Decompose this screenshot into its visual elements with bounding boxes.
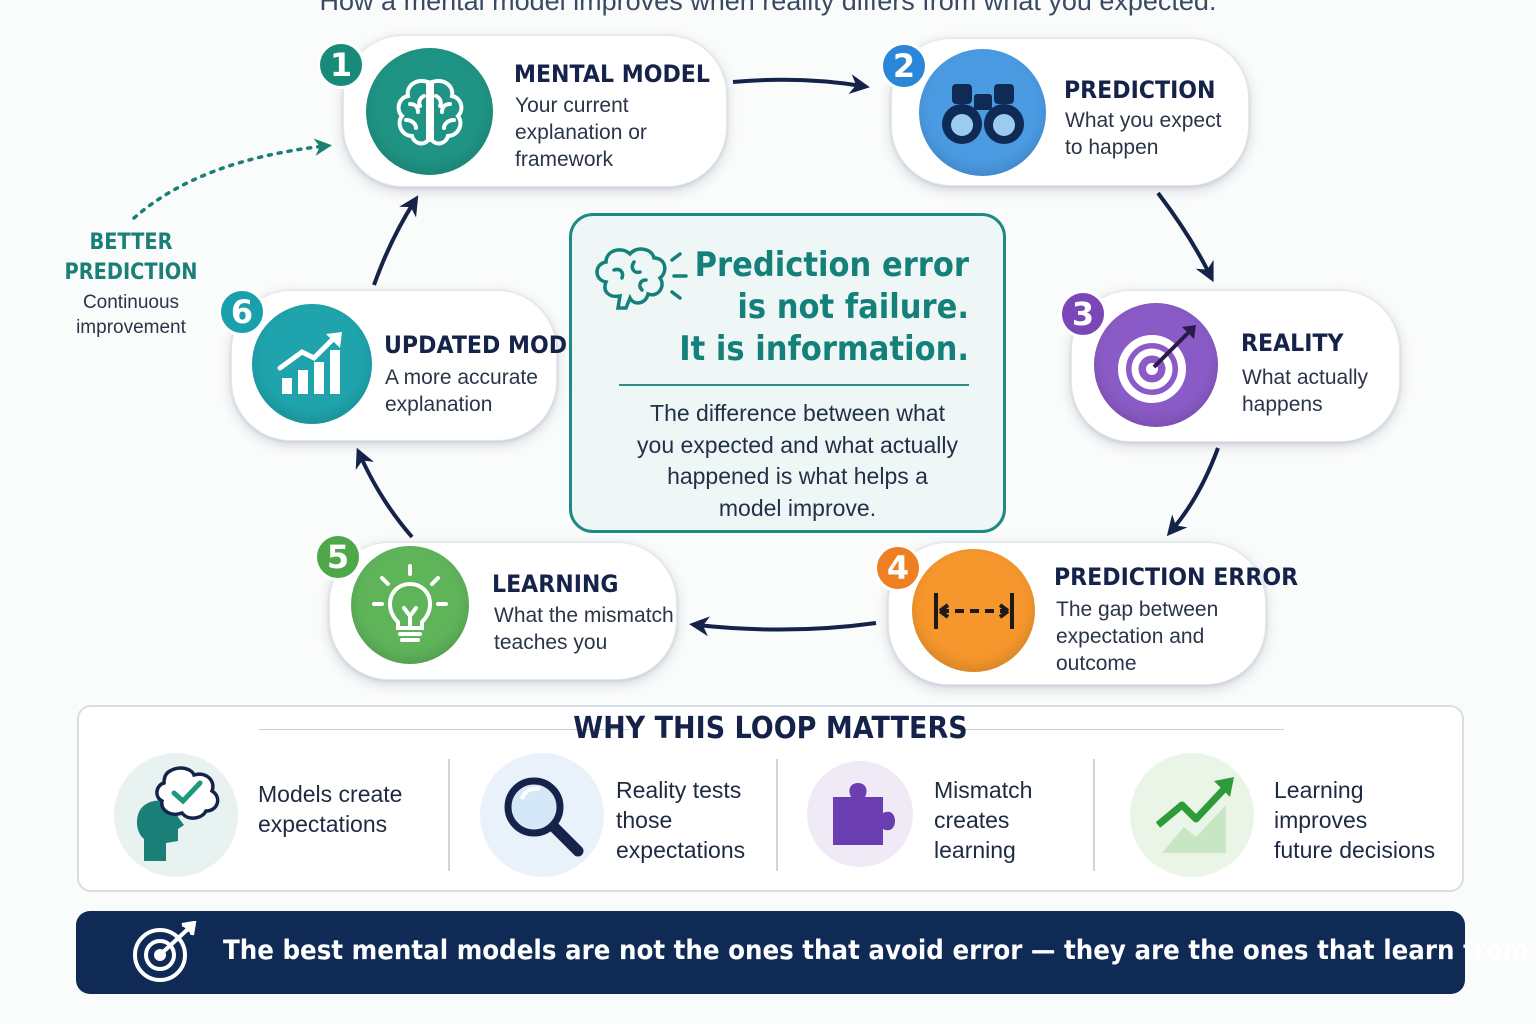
puzzle-piece-icon: [807, 761, 913, 867]
lightbulb-icon: [351, 546, 469, 664]
stage-number-badge: 2: [880, 42, 928, 90]
gap-measure-icon: [912, 549, 1035, 672]
arrow-6-to-1: [372, 195, 419, 286]
why-separator: [776, 759, 778, 871]
stage-number-badge: 4: [874, 544, 922, 592]
arrow-4-to-5: [689, 616, 877, 637]
stage-title: REALITY: [1241, 329, 1344, 357]
center-divider: [619, 384, 969, 386]
arrow-2-to-3: [1156, 191, 1214, 283]
stage-title: UPDATED MODEL: [384, 331, 597, 359]
growth-chart-icon: [252, 304, 372, 424]
why-title: WHY THIS LOOP MATTERS: [573, 711, 968, 746]
stage-number-badge: 6: [218, 288, 266, 336]
takeaway-banner: The best mental models are not the ones …: [76, 911, 1536, 994]
target-icon: [1094, 303, 1218, 427]
stage-title: LEARNING: [492, 570, 619, 598]
binoculars-icon: [919, 49, 1046, 176]
head-thought-check-icon: [114, 753, 238, 877]
better-prediction-dotted-arrow: [132, 138, 332, 220]
title-rule-left: [259, 729, 629, 730]
target-arrow-icon: [130, 920, 200, 989]
stage-number-badge: 5: [314, 533, 362, 581]
brain-outline-icon: [590, 242, 690, 322]
stage-number-badge: 3: [1059, 290, 1107, 338]
why-separator: [1093, 759, 1095, 871]
stage-number-badge: 1: [317, 41, 365, 89]
subtitle: How a mental model improves when reality…: [319, 0, 1217, 16]
arrow-1-to-2: [732, 74, 870, 94]
trend-up-icon: [1130, 753, 1254, 877]
magnifier-icon: [480, 753, 604, 877]
stage-title: PREDICTION: [1064, 76, 1216, 104]
arrow-3-to-4: [1166, 447, 1220, 537]
stage-title: PREDICTION ERROR: [1054, 563, 1299, 591]
stage-title: MENTAL MODEL: [514, 60, 710, 88]
takeaway-text: The best mental models are not the ones …: [223, 935, 1536, 966]
arrow-5-to-6: [355, 447, 414, 539]
title-rule-right: [964, 729, 1284, 730]
why-separator: [448, 759, 450, 871]
brain-icon: [366, 48, 493, 175]
